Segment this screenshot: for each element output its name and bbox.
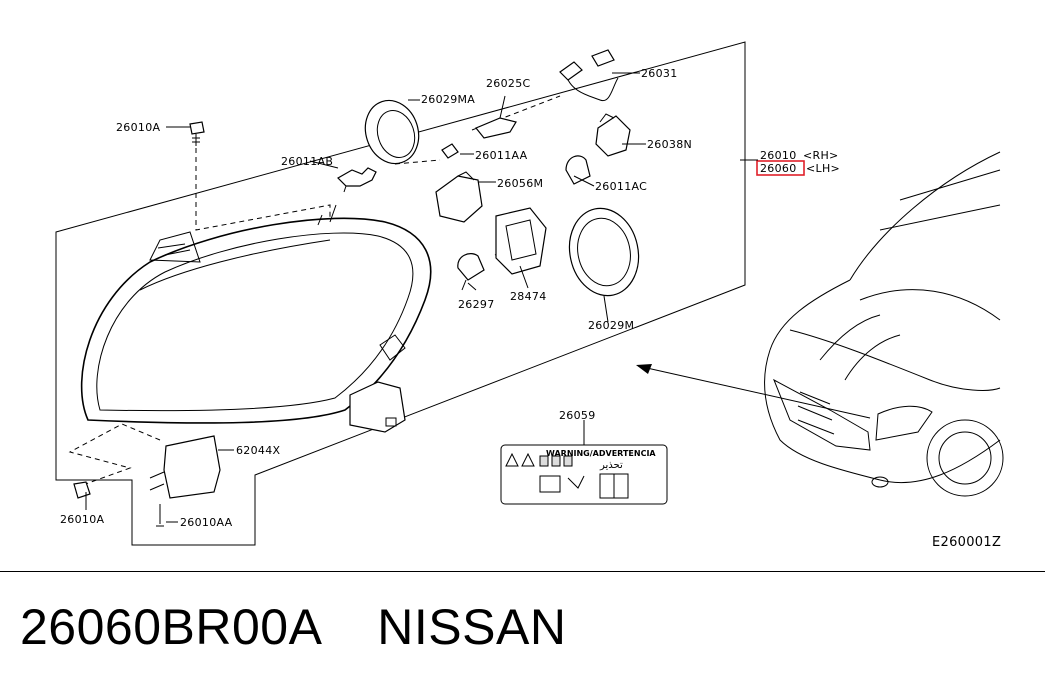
label-26011AB: 26011AB [281, 155, 333, 168]
label-26010AA: 26010AA [180, 516, 233, 529]
part-title: 26060BR00A NISSAN [20, 598, 566, 656]
warning-label-arabic: تحذير [599, 460, 623, 471]
callout-leaders [85, 72, 758, 523]
warning-label-26059 [500, 420, 668, 505]
bulb-26011AC [565, 155, 591, 185]
footer-divider [0, 571, 1045, 572]
warning-label-title: WARNING/ADVERTENCIA [546, 449, 656, 458]
headlamp-parts-diagram: 26010A 26011AB 26029MA 26025C 26031 2601… [55, 41, 1004, 550]
brand-name: NISSAN [377, 599, 567, 655]
label-26056M: 26056M [497, 177, 543, 190]
bulb-26011AB [337, 167, 377, 193]
label-26029MA: 26029MA [421, 93, 475, 106]
label-26025C: 26025C [486, 77, 530, 90]
assembly-boundary [55, 41, 746, 546]
label-28474: 28474 [510, 290, 547, 303]
bolt-26010A-top [189, 121, 205, 146]
label-26038N: 26038N [647, 138, 692, 151]
cap-26029MA [364, 99, 420, 165]
module-62044X [149, 435, 221, 527]
label-26031: 26031 [641, 67, 678, 80]
holder-28474 [495, 207, 547, 275]
label-26010-rh-side: <RH> [803, 149, 839, 162]
part-number: 26060BR00A [20, 599, 320, 655]
label-26011AA: 26011AA [475, 149, 528, 162]
vehicle-sketch [764, 151, 1004, 497]
label-26060-lh-number: 26060 [760, 162, 797, 175]
headlamp-housing [80, 204, 432, 433]
label-26029M: 26029M [588, 319, 634, 332]
bulb-26297 [457, 253, 485, 291]
label-62044X: 62044X [236, 444, 280, 457]
cap-26029M [568, 207, 640, 297]
label-26060-lh-side: <LH> [806, 162, 840, 175]
label-26011AC: 26011AC [595, 180, 647, 193]
harness-26031 [559, 49, 619, 102]
socket-26025C [475, 95, 517, 139]
label-26059: 26059 [559, 409, 596, 422]
actuator-26056M [435, 171, 483, 223]
leader-dashes [68, 95, 561, 487]
location-arrow [637, 365, 871, 419]
diagram-code: E260001Z [932, 535, 1001, 550]
bulb-26011AA [441, 143, 459, 159]
socket-26038N [595, 113, 631, 157]
label-26010-rh-number: 26010 [760, 149, 797, 162]
bolt-26010A-bottom [73, 481, 91, 499]
label-26010A-top: 26010A [116, 121, 160, 134]
label-26297: 26297 [458, 298, 495, 311]
label-26010A-bottom: 26010A [60, 513, 104, 526]
part-highlight-box [756, 160, 805, 176]
